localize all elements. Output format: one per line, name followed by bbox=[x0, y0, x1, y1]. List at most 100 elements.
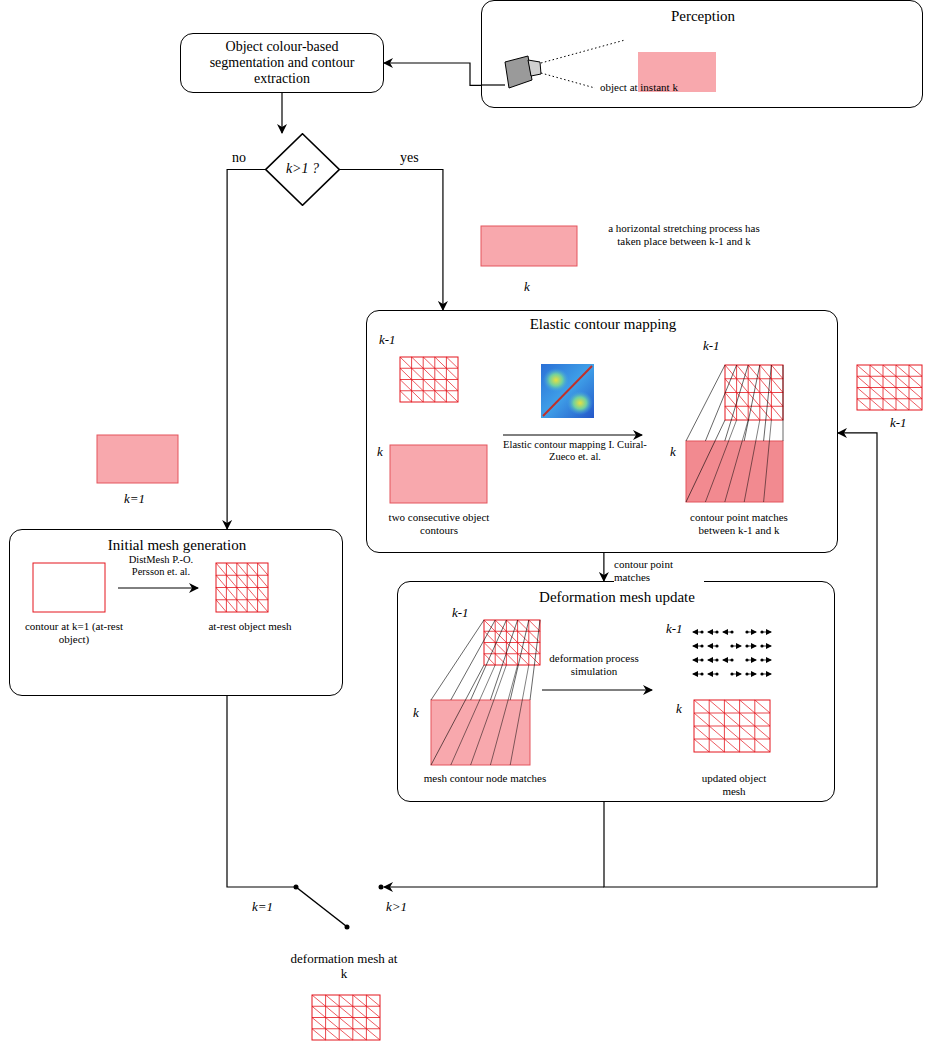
match-line bbox=[490, 620, 517, 700]
flow-arrow bbox=[340, 170, 443, 311]
mesh-line bbox=[400, 357, 412, 368]
decision-diamond: k>1 ? bbox=[265, 133, 340, 206]
mesh-line bbox=[237, 575, 247, 587]
node-text: k bbox=[676, 702, 690, 717]
mesh-line bbox=[771, 393, 783, 407]
mesh-line bbox=[737, 406, 749, 420]
match-line bbox=[530, 620, 540, 700]
mesh-line bbox=[312, 1006, 326, 1017]
match-line bbox=[705, 365, 736, 441]
mesh-line bbox=[518, 620, 529, 631]
mesh-line bbox=[857, 376, 870, 387]
mesh-line bbox=[737, 379, 749, 393]
mesh-line bbox=[870, 399, 883, 410]
stretched-object bbox=[481, 226, 577, 266]
mesh-line bbox=[353, 1006, 367, 1017]
match-line bbox=[686, 365, 725, 441]
mesh-line bbox=[883, 388, 896, 399]
node-text: k bbox=[413, 706, 427, 721]
mesh-line bbox=[400, 390, 458, 391]
mesh-line bbox=[518, 654, 529, 665]
displacement-arrow bbox=[762, 674, 771, 675]
displacement-arrow bbox=[693, 646, 702, 647]
displacement-arrow bbox=[693, 632, 702, 633]
mesh-line bbox=[400, 391, 412, 402]
mesh-line bbox=[247, 600, 257, 612]
mesh-line bbox=[724, 739, 739, 752]
mesh-line bbox=[896, 388, 909, 399]
mesh-line bbox=[755, 700, 770, 713]
mesh-line bbox=[725, 393, 737, 407]
mesh-line bbox=[857, 376, 922, 377]
node-text: contour at k=1 (at-rest object) bbox=[18, 620, 130, 645]
displacement-arrow bbox=[708, 674, 717, 675]
mesh-line bbox=[312, 1029, 326, 1040]
mesh-line bbox=[237, 588, 247, 600]
node-text: DistMesh P.-O. Persson et. al. bbox=[114, 554, 208, 578]
mesh-line bbox=[216, 600, 226, 612]
mesh-line bbox=[435, 380, 447, 391]
mesh-line bbox=[506, 654, 517, 665]
mesh-line bbox=[737, 365, 749, 379]
heatmap-blob bbox=[567, 391, 593, 415]
node-title: Elastic contour mapping bbox=[367, 316, 839, 333]
mesh-line bbox=[709, 726, 724, 739]
mesh-line bbox=[909, 399, 922, 410]
displacement-arrow bbox=[732, 674, 741, 675]
node-text: mesh contour node matches bbox=[420, 772, 550, 785]
displacement-arrow bbox=[762, 632, 771, 633]
process-arrow bbox=[542, 690, 652, 691]
mesh-line bbox=[412, 391, 424, 402]
process-box: Deformation mesh updatek-1kdeformation p… bbox=[397, 581, 835, 802]
mesh-line bbox=[258, 588, 268, 600]
node-text: contour point matches between k-1 and k bbox=[677, 511, 801, 536]
mesh-line bbox=[400, 368, 458, 369]
mesh-line bbox=[339, 995, 353, 1006]
mesh-line bbox=[495, 620, 506, 631]
mesh-line bbox=[909, 365, 922, 376]
annotation: k=1 bbox=[124, 492, 154, 507]
mesh-line bbox=[339, 1029, 353, 1040]
mesh-line bbox=[694, 713, 709, 726]
mesh-line bbox=[423, 380, 435, 391]
annotation: k>1 bbox=[386, 900, 416, 915]
displacement-arrow bbox=[747, 632, 756, 633]
mesh-line bbox=[247, 575, 257, 587]
mesh-outline bbox=[857, 365, 922, 410]
mesh-line bbox=[740, 700, 755, 713]
process-arrow bbox=[503, 435, 642, 436]
mesh-line bbox=[326, 1029, 340, 1040]
node-text: k-1 bbox=[379, 333, 409, 348]
mesh-line bbox=[226, 600, 236, 612]
diamond-shape bbox=[266, 134, 340, 206]
mesh-line bbox=[896, 365, 909, 376]
node-text: k-1 bbox=[703, 339, 733, 354]
match-line bbox=[764, 420, 772, 502]
mesh-line bbox=[709, 739, 724, 752]
node-title: Perception bbox=[482, 8, 924, 25]
node-text: k-1 bbox=[452, 606, 482, 621]
mesh-line bbox=[725, 406, 783, 407]
mesh-line bbox=[247, 588, 257, 600]
mesh-outline bbox=[694, 700, 770, 752]
mesh-line bbox=[216, 599, 268, 600]
mesh-line bbox=[353, 995, 367, 1006]
mesh-line bbox=[353, 1029, 367, 1040]
mesh-line bbox=[412, 357, 424, 368]
mesh-line bbox=[725, 378, 783, 379]
mesh-line bbox=[760, 406, 772, 420]
mesh-line bbox=[518, 631, 529, 642]
mesh-line bbox=[412, 380, 424, 391]
mesh-line bbox=[258, 600, 268, 612]
mesh-line bbox=[353, 1018, 367, 1029]
mesh-line bbox=[740, 739, 755, 752]
node-text: k-1 bbox=[666, 622, 696, 637]
process-box: Perceptionobject at instant k bbox=[481, 0, 923, 108]
node-text: Elastic contour mapping I. Cuiral-Zueco … bbox=[500, 439, 650, 463]
mesh-line bbox=[725, 379, 737, 393]
mesh-line bbox=[484, 654, 495, 665]
edge-label: contour point matches bbox=[614, 558, 704, 583]
node-title: k>1 ? bbox=[286, 161, 319, 177]
switch-lever bbox=[296, 887, 346, 926]
